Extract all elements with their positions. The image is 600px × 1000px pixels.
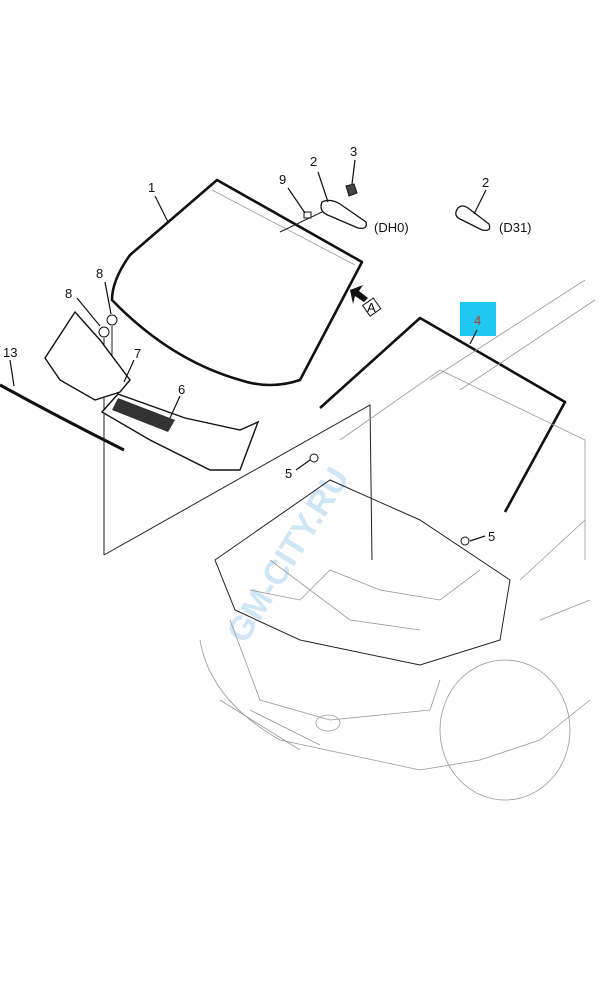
callout-3[interactable]: 3: [350, 144, 357, 159]
callout-9[interactable]: 9: [279, 172, 286, 187]
callout-6[interactable]: 6: [178, 382, 185, 397]
watermark: GM-CITY.RU: [220, 461, 357, 649]
detail-bracket: [103, 404, 373, 561]
callout-5-right[interactable]: 5: [488, 529, 495, 544]
clip-right: [460, 536, 470, 546]
callout-4[interactable]: 4: [474, 313, 481, 328]
callout-4-highlight: [460, 302, 496, 336]
callout-7[interactable]: 7: [134, 346, 141, 361]
push-pin-lower: [98, 326, 110, 338]
option-code-dh0: (DH0): [374, 220, 409, 235]
push-pin-upper: [106, 314, 118, 326]
callout-8-upper[interactable]: 8: [96, 266, 103, 281]
rearview-mirror-d31: [455, 205, 491, 232]
callout-13[interactable]: 13: [3, 345, 17, 360]
callout-5-left[interactable]: 5: [285, 466, 292, 481]
callout-1[interactable]: 1: [148, 180, 155, 195]
view-arrow-icon: A: [350, 285, 382, 317]
vehicle-outline: [199, 279, 596, 801]
callout-8-lower[interactable]: 8: [65, 286, 72, 301]
callout-2-d31[interactable]: 2: [482, 175, 489, 190]
cowl-panel-grille: [112, 398, 175, 432]
view-marker-label: A: [367, 300, 376, 315]
clip-left: [309, 453, 319, 463]
rearview-mirror-dh0: [279, 183, 367, 233]
option-code-d31: (D31): [499, 220, 532, 235]
weatherstrip: [0, 383, 125, 452]
windshield-part: [110, 178, 364, 387]
cowl-seal: [44, 310, 131, 401]
callout-2-dh0[interactable]: 2: [310, 154, 317, 169]
windshield-molding: [319, 316, 567, 513]
